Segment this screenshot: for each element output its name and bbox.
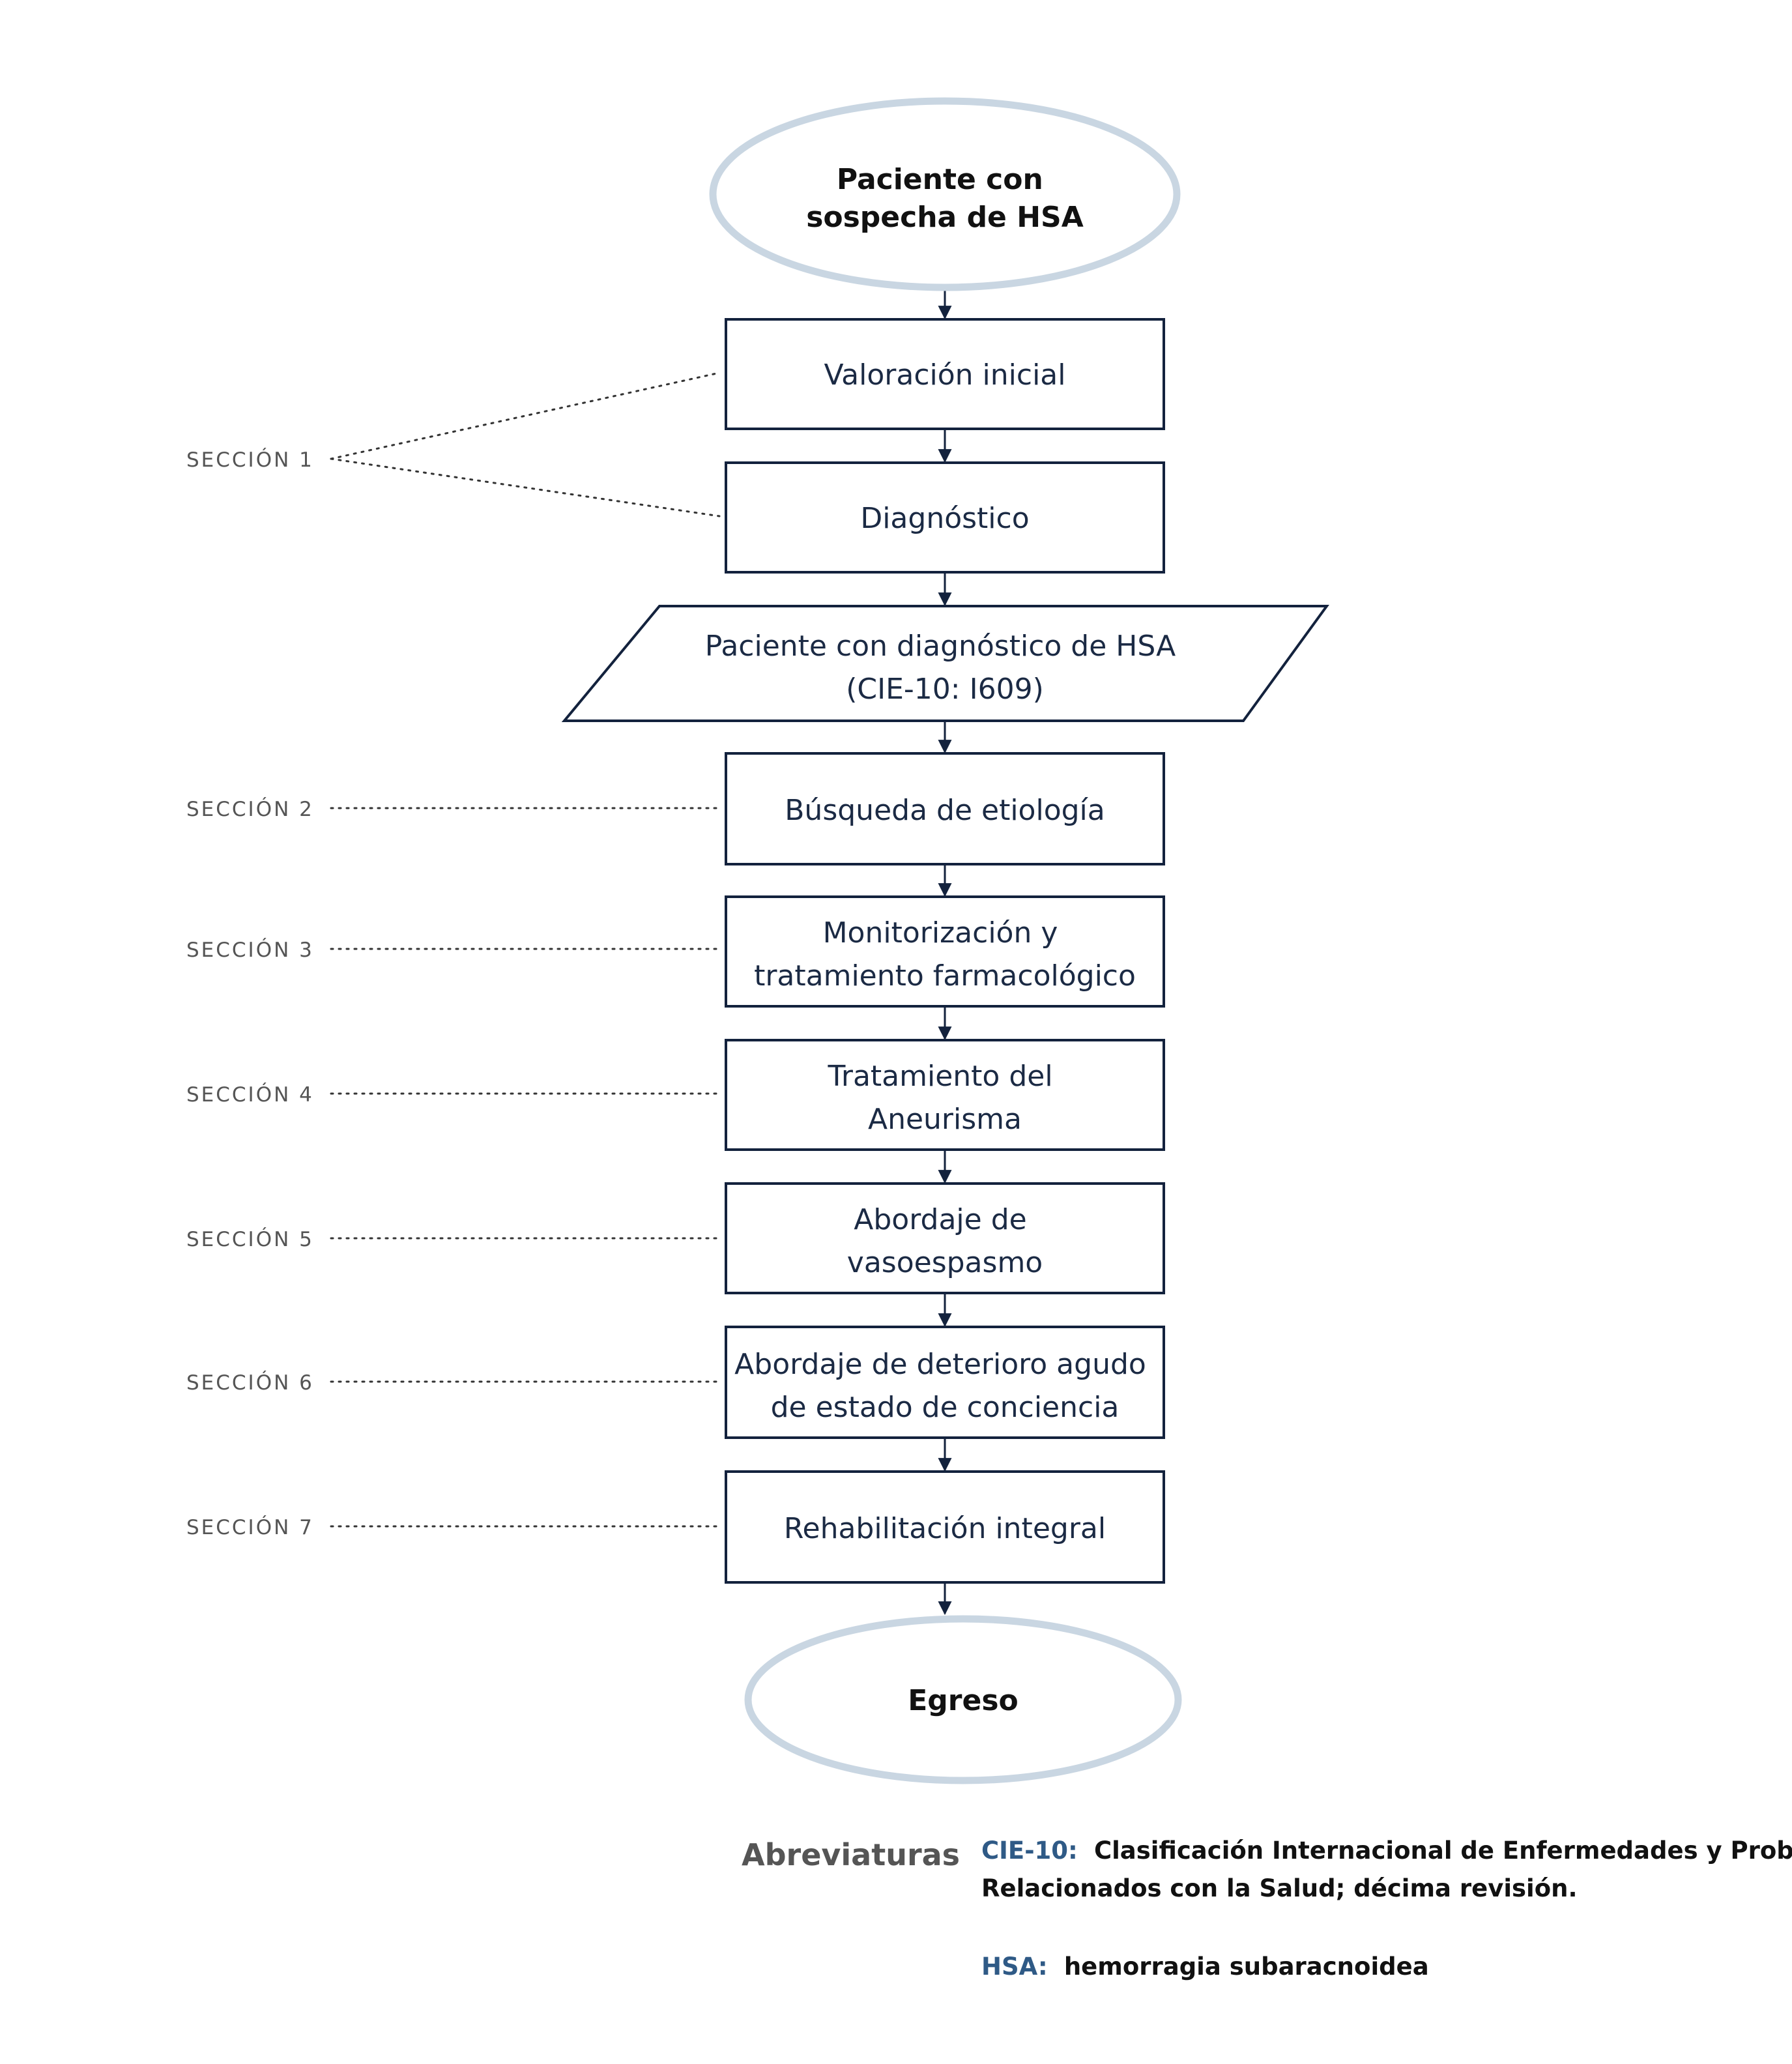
section-1-label: SECCIÓN 1	[186, 448, 314, 472]
abbreviations-legend: Abreviaturas CIE-10: Clasificación Inter…	[742, 1837, 1792, 1981]
rehabilitacion-box	[725, 1470, 1165, 1584]
confirmado-label-line-2: (CIE-10: I609)	[846, 673, 1043, 706]
vasoespasmo-label: Abordaje de vasoespasmo	[847, 1203, 1043, 1279]
node-vasoespasmo: Abordaje de vasoespasmo	[725, 1182, 1165, 1294]
abbr-hsa-definition: hemorragia subaracnoidea	[1064, 1953, 1429, 1981]
egreso-label-line-1: Egreso	[908, 1684, 1019, 1717]
monitorizacion-label-line-1: Monitorización y	[823, 916, 1058, 950]
monitorizacion-label: Monitorización y tratamiento farmacológi…	[754, 916, 1136, 993]
start-label-line-1: Paciente con	[837, 163, 1043, 196]
confirmado-label: Paciente con diagnóstico de HSA (CIE-10:…	[705, 630, 1185, 706]
section-labels: SECCIÓN 1 SECCIÓN 2 SECCIÓN 3 SECCIÓN 4 …	[186, 448, 314, 1539]
diagnostico-box	[725, 461, 1165, 574]
vasoespasmo-label-line-1: Abordaje de	[854, 1203, 1026, 1236]
node-confirmado: Paciente con diagnóstico de HSA (CIE-10:…	[561, 605, 1329, 722]
valoracion-label-line-1: Valoración inicial	[824, 358, 1066, 392]
section-2-label: SECCIÓN 2	[186, 797, 314, 821]
confirmado-label-line-1: Paciente con diagnóstico de HSA	[705, 630, 1176, 663]
etiologia-label: Búsqueda de etiología	[785, 794, 1105, 827]
deterioro-label: Abordaje de deterioro agudo de estado de…	[734, 1348, 1155, 1424]
vasoespasmo-box	[725, 1182, 1165, 1294]
monitorizacion-label-line-2: tratamiento farmacológico	[754, 959, 1136, 993]
section-4-label: SECCIÓN 4	[186, 1083, 314, 1107]
abbr-cie10-key: CIE-10:	[981, 1837, 1078, 1865]
deterioro-label-line-2: de estado de conciencia	[771, 1391, 1120, 1424]
etiologia-box	[725, 752, 1165, 865]
abbr-hsa-line: HSA: hemorragia subaracnoidea	[981, 1953, 1429, 1981]
confirmado-parallelogram	[561, 605, 1329, 722]
node-deterioro: Abordaje de deterioro agudo de estado de…	[725, 1326, 1165, 1439]
diagnostico-label-line-1: Diagnóstico	[860, 502, 1029, 535]
deterioro-label-line-1: Abordaje de deterioro agudo	[734, 1348, 1146, 1381]
etiologia-label-line-1: Búsqueda de etiología	[785, 794, 1105, 827]
section-connectors	[330, 371, 721, 1528]
rehabilitacion-label-line-1: Rehabilitación integral	[784, 1512, 1106, 1545]
abbr-cie10-line-1: CIE-10: Clasificación Internacional de E…	[981, 1837, 1792, 1865]
abbr-cie10-definition-1: Clasificación Internacional de Enfermeda…	[1094, 1837, 1792, 1865]
node-valoracion: Valoración inicial	[725, 318, 1165, 430]
node-etiologia: Búsqueda de etiología	[725, 752, 1165, 865]
node-aneurisma: Tratamiento del Aneurisma	[725, 1039, 1165, 1151]
diagnostico-label: Diagnóstico	[860, 502, 1029, 535]
section-1-connector-diagnostico	[330, 458, 721, 517]
valoracion-box	[725, 318, 1165, 430]
aneurisma-box	[725, 1039, 1165, 1151]
abbr-hsa-key: HSA:	[981, 1953, 1048, 1981]
vasoespasmo-label-line-2: vasoespasmo	[847, 1246, 1043, 1279]
rehabilitacion-label: Rehabilitación integral	[784, 1512, 1106, 1545]
egreso-label: Egreso	[908, 1684, 1019, 1717]
node-monitorizacion: Monitorización y tratamiento farmacológi…	[725, 895, 1165, 1008]
start-label: Paciente con sospecha de HSA	[806, 163, 1084, 234]
egreso-ellipse	[744, 1615, 1182, 1784]
valoracion-label: Valoración inicial	[824, 358, 1066, 392]
aneurisma-label: Tratamiento del Aneurisma	[827, 1060, 1062, 1136]
monitorizacion-box	[725, 895, 1165, 1008]
aneurisma-label-line-1: Tratamiento del	[827, 1060, 1052, 1093]
section-5-label: SECCIÓN 5	[186, 1227, 314, 1251]
start-label-line-2: sospecha de HSA	[806, 201, 1084, 234]
section-6-label: SECCIÓN 6	[186, 1371, 314, 1395]
node-egreso: Egreso	[744, 1615, 1182, 1784]
section-7-label: SECCIÓN 7	[186, 1515, 314, 1539]
start-ellipse	[709, 97, 1181, 291]
section-3-label: SECCIÓN 3	[186, 938, 314, 962]
node-diagnostico: Diagnóstico	[725, 461, 1165, 574]
node-start: Paciente con sospecha de HSA	[709, 97, 1181, 291]
node-rehabilitacion: Rehabilitación integral	[725, 1470, 1165, 1584]
aneurisma-label-line-2: Aneurisma	[868, 1103, 1022, 1136]
abbr-cie10-definition-2: Relacionados con la Salud; décima revisi…	[981, 1874, 1578, 1902]
section-1-connector-valoracion	[330, 371, 721, 460]
abbreviations-title: Abreviaturas	[742, 1837, 960, 1872]
deterioro-box	[725, 1326, 1165, 1439]
